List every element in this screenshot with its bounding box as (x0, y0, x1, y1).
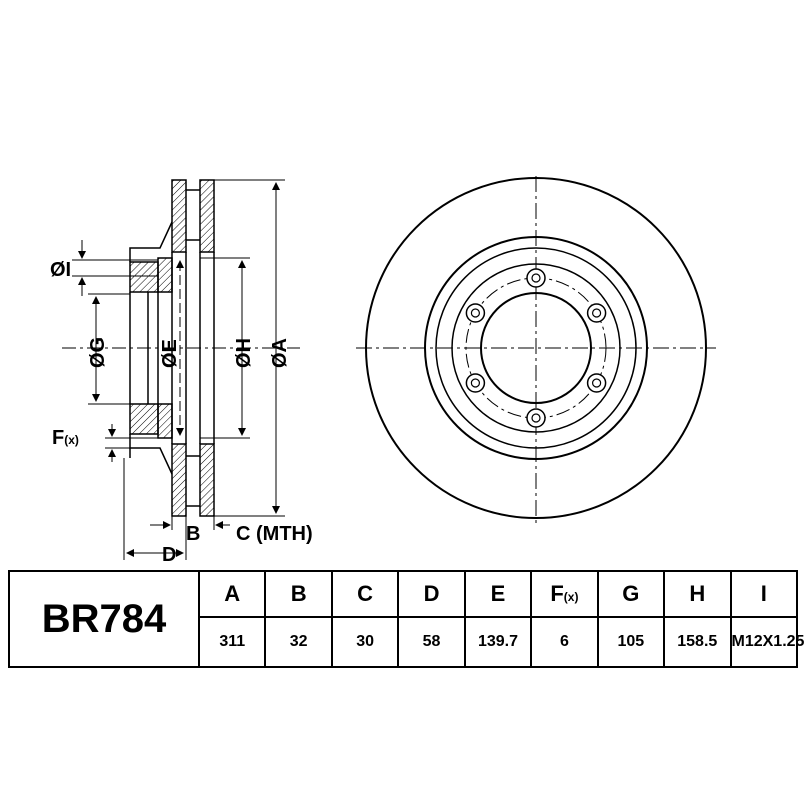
bolt-hole-thread (470, 378, 480, 388)
label-f: F(x) (52, 427, 79, 449)
value-a: 311 (197, 616, 267, 668)
bolt-hole (526, 268, 546, 288)
label-f-main: F (52, 427, 64, 449)
label-d: D (162, 544, 176, 566)
hat-wall-bottom (157, 403, 173, 439)
header-h: H (663, 570, 732, 618)
side-section-view (62, 179, 300, 560)
label-c-mth: C (MTH) (236, 523, 313, 545)
value-i: M12X1.25 (729, 616, 804, 668)
value-f: 6 (530, 616, 599, 668)
bolt-hole-thread (591, 308, 602, 318)
friction-ring-outer-top (171, 179, 187, 253)
spec-table: BR784 A B C D E F(x) G H I 311 32 30 58 … (8, 570, 804, 668)
spec-value-row: 311 32 30 58 139.7 6 105 158.5 M12X1.25 (9, 616, 804, 668)
value-c: 30 (330, 616, 400, 668)
header-d: D (397, 570, 466, 618)
bolt-hole-thread (470, 308, 480, 318)
value-b: 32 (264, 616, 333, 668)
header-b: B (264, 570, 333, 618)
value-h: 158.5 (663, 616, 732, 668)
value-d: 58 (397, 616, 466, 668)
friction-ring-outer-bottom (171, 443, 187, 517)
value-g: 105 (596, 616, 666, 668)
header-c: C (330, 570, 400, 618)
label-b: B (186, 523, 200, 545)
hat-wall-top (157, 257, 173, 293)
bolt-hole-thread (531, 413, 541, 423)
value-e: 139.7 (463, 616, 533, 668)
bolt-hole (586, 373, 607, 393)
front-view (356, 176, 716, 526)
header-f-sub: (x) (563, 590, 579, 604)
bolt-hole (465, 373, 486, 393)
label-f-sub: (x) (64, 433, 79, 447)
header-f: F(x) (530, 570, 599, 618)
label-dia-a: ØA (269, 338, 291, 368)
brake-disc-drawing: ØI ØG ØE ØH ØA F(x) B C (MTH) D (50, 176, 716, 566)
header-e: E (463, 570, 533, 618)
label-dia-e: ØE (159, 339, 181, 368)
hat-inner-edge (451, 263, 621, 433)
center-bore (480, 292, 592, 404)
bolt-hole-thread (591, 378, 602, 388)
header-i: I (729, 570, 798, 618)
bolt-hole-thread (531, 273, 541, 283)
spec-header-row: BR784 A B C D E F(x) G H I (8, 570, 798, 668)
bolt-hole (586, 303, 607, 323)
bolt-holes (465, 268, 607, 428)
bolt-hole (465, 303, 486, 323)
label-dia-g: ØG (87, 337, 109, 368)
hat-outline-top (129, 221, 173, 262)
hat-hub-bottom (129, 403, 159, 435)
header-a: A (197, 570, 267, 618)
hat-outline-bottom (129, 434, 173, 475)
friction-ring-inner-bottom (199, 443, 215, 517)
part-number: BR784 (8, 570, 200, 668)
label-dia-h: ØH (233, 338, 255, 368)
friction-surface-inner-edge (424, 236, 648, 460)
disc-outer-edge (365, 177, 707, 519)
hat-hub-top (129, 261, 159, 293)
friction-ring-inner-top (199, 179, 215, 253)
hat-outer-edge (435, 247, 637, 449)
header-f-main: F (550, 581, 564, 606)
bolt-hole (526, 408, 546, 428)
label-dia-i: ØI (50, 259, 71, 281)
header-g: G (596, 570, 666, 618)
